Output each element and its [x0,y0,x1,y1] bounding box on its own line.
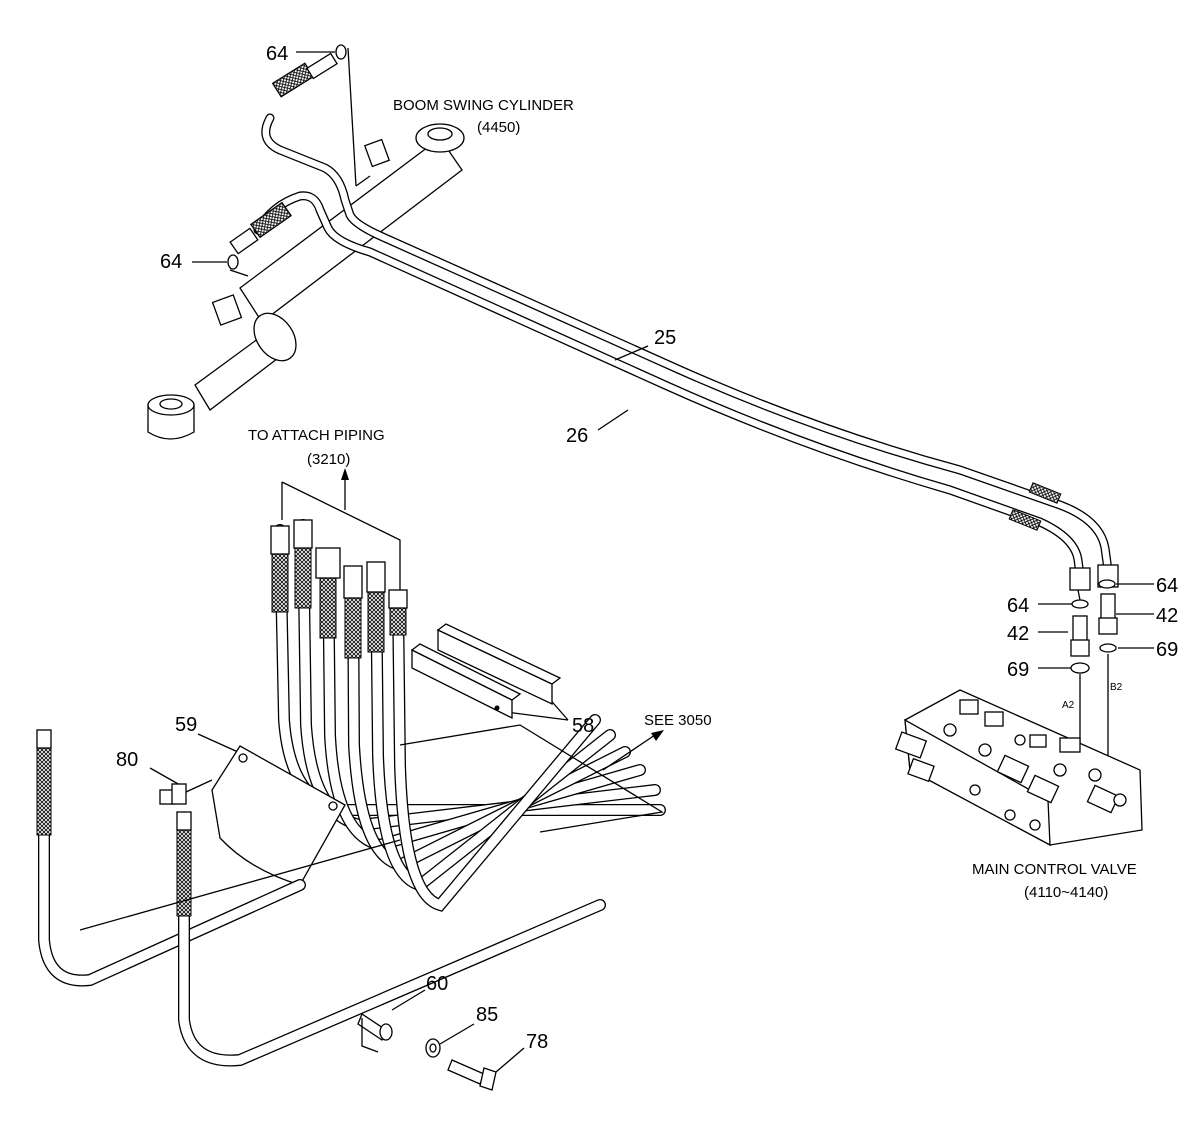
port-label-a2: A2 [1062,700,1075,711]
pin-60 [357,1013,393,1053]
callout-59: 59 [175,714,197,736]
callout-60: 60 [426,973,448,995]
hose-pack-outline [399,724,664,833]
callout-85: 85 [476,1004,498,1026]
o-ring-64-top [335,44,347,60]
caption-boom-swing-cylinder: BOOM SWING CYLINDER [393,97,574,114]
callout-69-a: 69 [1007,659,1029,681]
callout-64-top: 64 [266,43,288,65]
o-ring-64-right-b [1098,579,1116,589]
see-3050-arrow-head [651,730,664,741]
o-ring-69-b [1099,643,1117,653]
caption-boom-swing-cylinder-ref: (4450) [477,119,520,136]
o-ring-69-a [1070,662,1090,674]
bolt-78 [447,1059,497,1091]
cover-plate-59 [211,745,346,886]
caption-main-control-valve-ref: (4110~4140) [1024,884,1108,901]
long-hose-left [36,729,306,987]
callout-69-b: 69 [1156,639,1178,661]
callout-64-left: 64 [160,251,182,273]
main-control-valve [894,689,1143,847]
clamp-58 [410,623,562,720]
leader-lines [149,47,1154,1073]
callout-64-right-a: 64 [1007,595,1029,617]
callout-26: 26 [566,425,588,447]
hose-guide-line [79,839,401,931]
o-ring-64-right-a [1071,599,1089,609]
caption-to-attach-piping: TO ATTACH PIPING [248,427,385,444]
long-hose-right [176,811,606,1067]
port-label-b2: B2 [1110,682,1123,693]
bolt-80 [159,779,213,805]
attach-piping-bracket [281,481,401,590]
hose-end-fitting-top [271,52,338,98]
caption-main-control-valve: MAIN CONTROL VALVE [972,861,1137,878]
callout-25: 25 [654,327,676,349]
callout-64-right-b: 64 [1156,575,1178,597]
attach-piping-arrow-head [341,468,349,480]
adapter-42-a [1070,615,1090,657]
boom-swing-cylinder [147,123,465,440]
callout-42-a: 42 [1007,623,1029,645]
callout-78: 78 [526,1031,548,1053]
pipe-25 [261,113,1113,575]
hose-end-fitting-left [229,201,292,255]
callout-42-b: 42 [1156,605,1178,627]
o-ring-64-left [227,254,239,270]
adapter-42-b [1098,593,1118,635]
callout-58: 58 [572,715,594,737]
pipe-26 [253,191,1085,580]
hose-bundle [270,519,666,912]
washer-85 [425,1038,441,1058]
see-3050-arrow-line [602,734,656,771]
caption-see-3050: SEE 3050 [644,712,712,729]
callout-80: 80 [116,749,138,771]
caption-to-attach-piping-ref: (3210) [307,451,350,468]
